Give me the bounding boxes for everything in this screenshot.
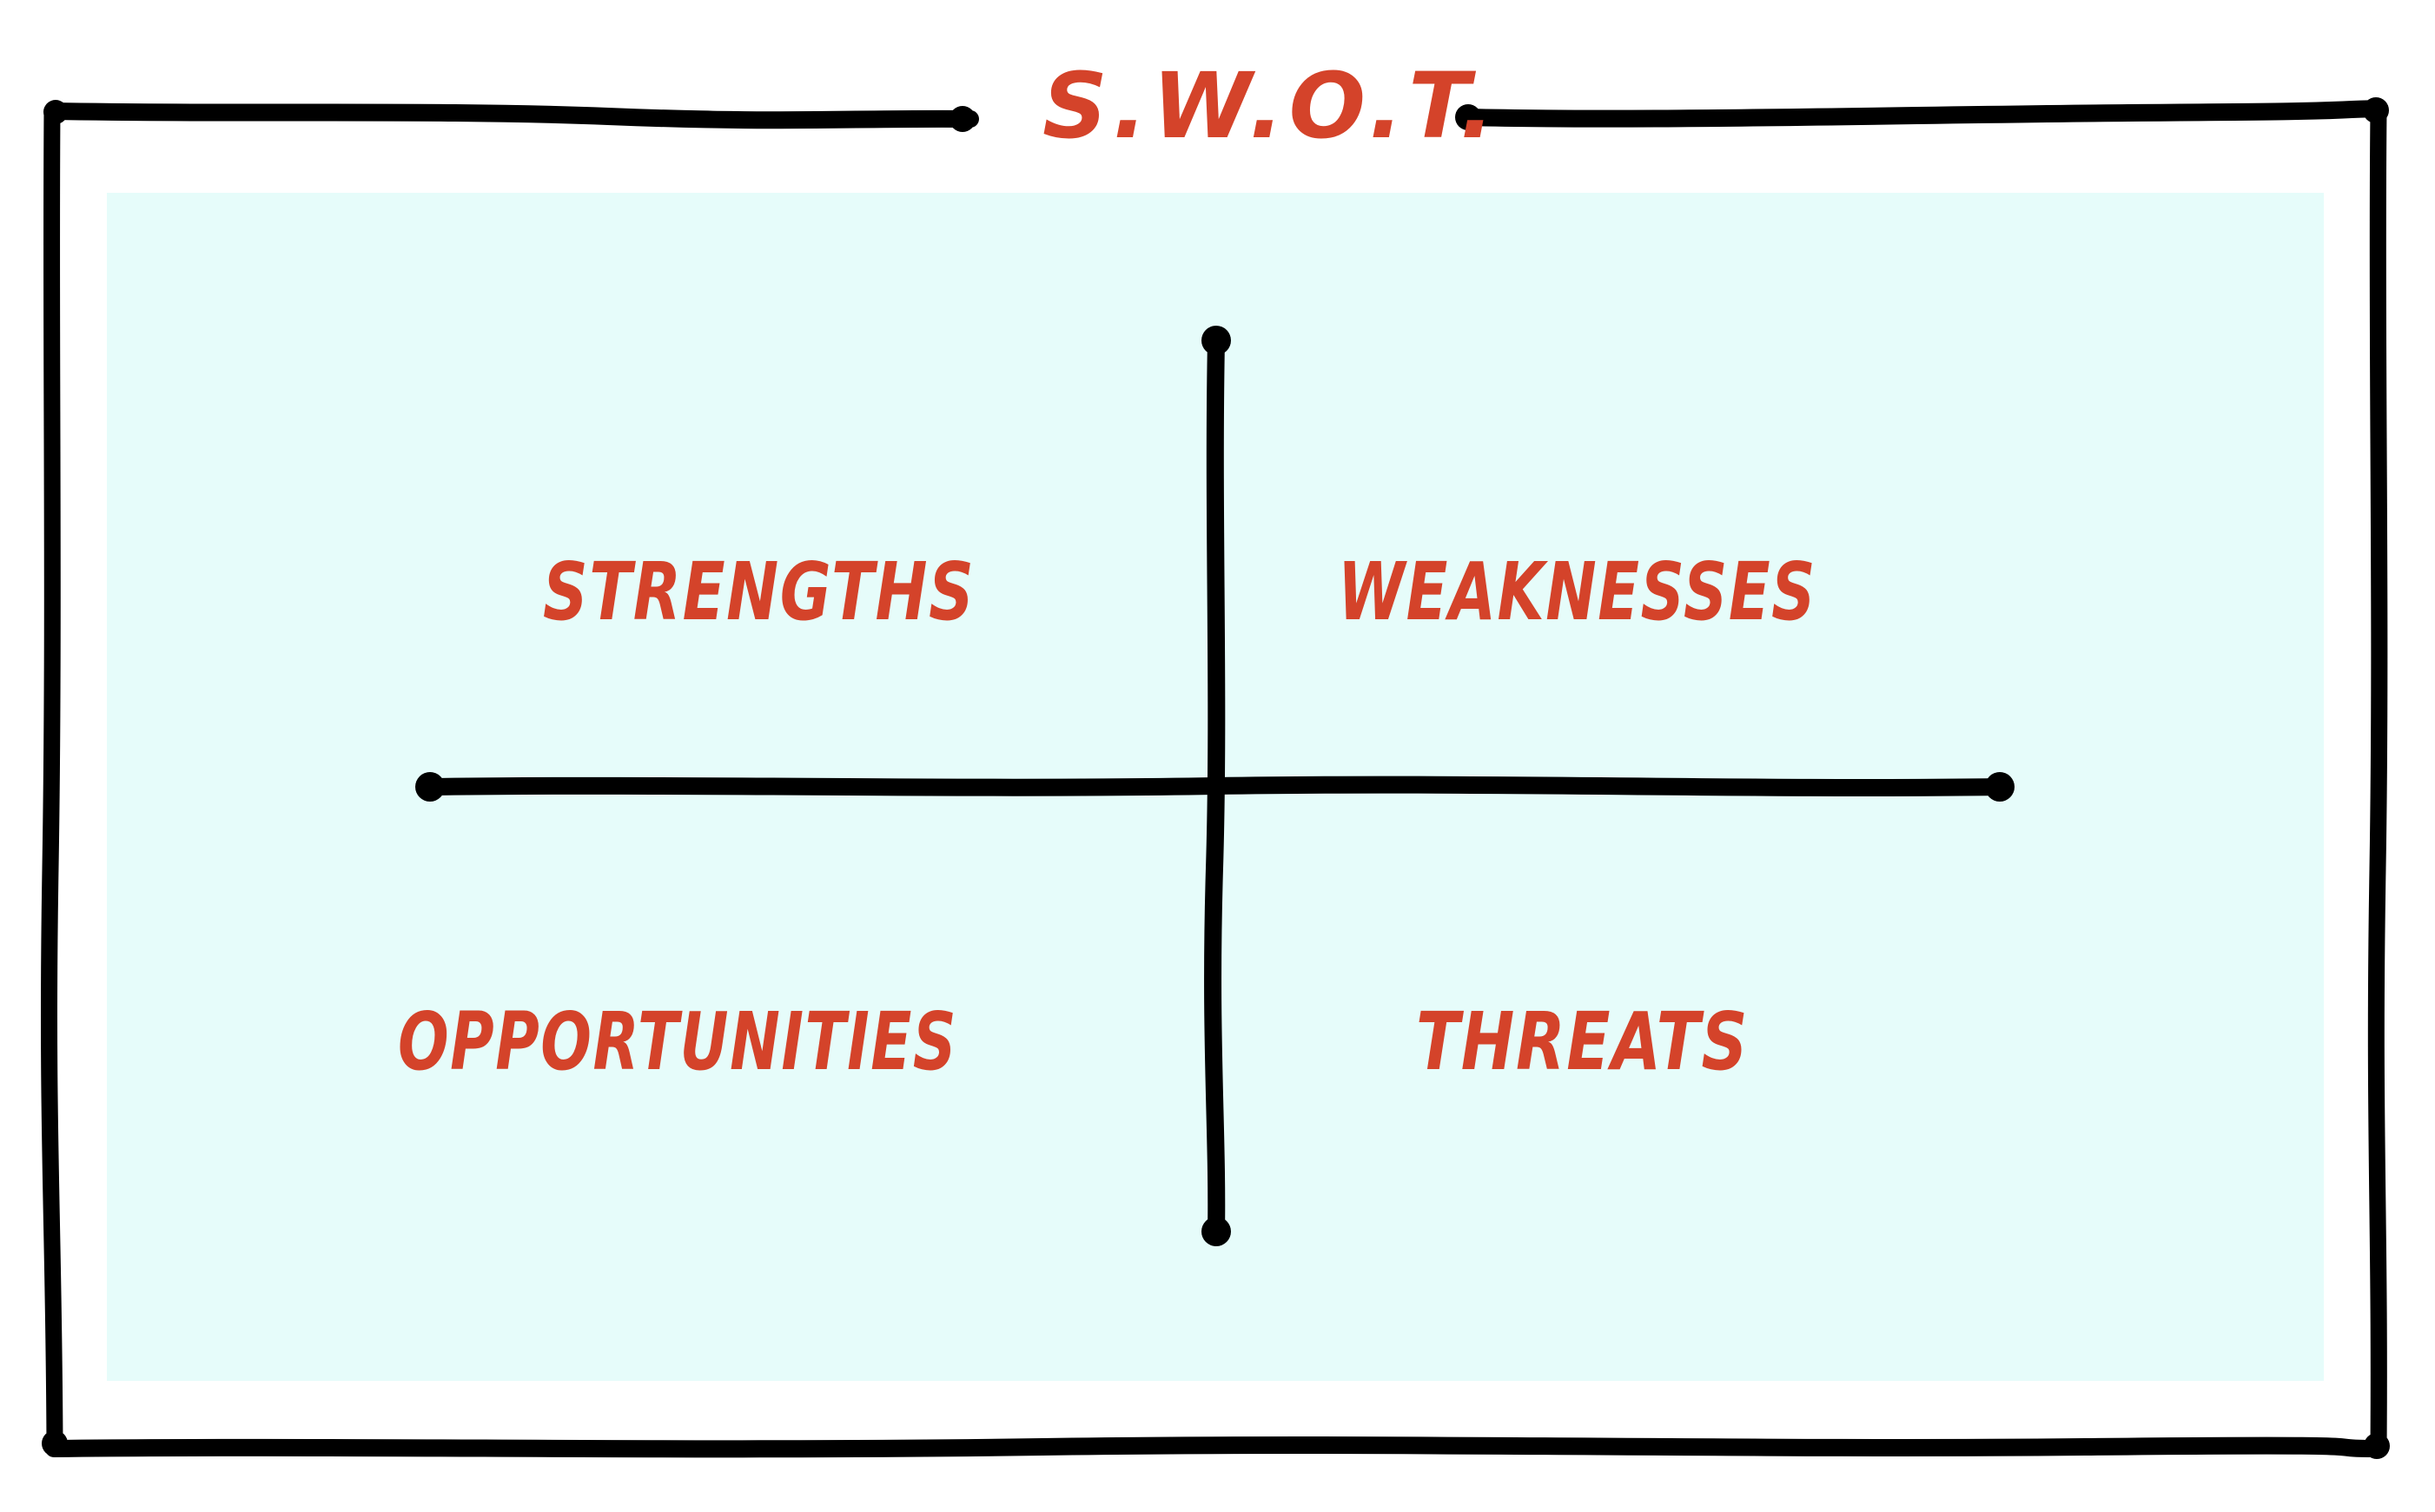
horizontal-axis-left-cap — [415, 772, 445, 802]
frame-top-left-segment — [45, 102, 979, 129]
vertical-axis-top-cap — [1201, 326, 1231, 355]
quadrant-label-opportunities: OPPORTUNITIES — [398, 995, 958, 1088]
quadrant-label-strengths: STRENGTHS — [543, 545, 976, 638]
frame-right-edge — [2367, 102, 2388, 1457]
outer-frame — [41, 97, 2390, 1459]
frame-left-edge — [41, 102, 63, 1455]
quadrant-label-threats: THREATS — [1416, 995, 1750, 1088]
vertical-axis-bottom-cap — [1201, 1217, 1231, 1246]
vertical-axis-line — [1204, 332, 1226, 1242]
quadrant-axes — [415, 326, 2015, 1246]
horizontal-axis-line — [421, 776, 2011, 796]
frame-top-right-segment — [1459, 100, 2385, 128]
quadrant-label-weaknesses: WEAKNESSES — [1338, 545, 1817, 638]
frame-bottom-edge — [45, 1436, 2387, 1458]
horizontal-axis-right-cap — [1985, 772, 2015, 802]
diagram-title: S.W.O.T. — [1042, 53, 1500, 159]
